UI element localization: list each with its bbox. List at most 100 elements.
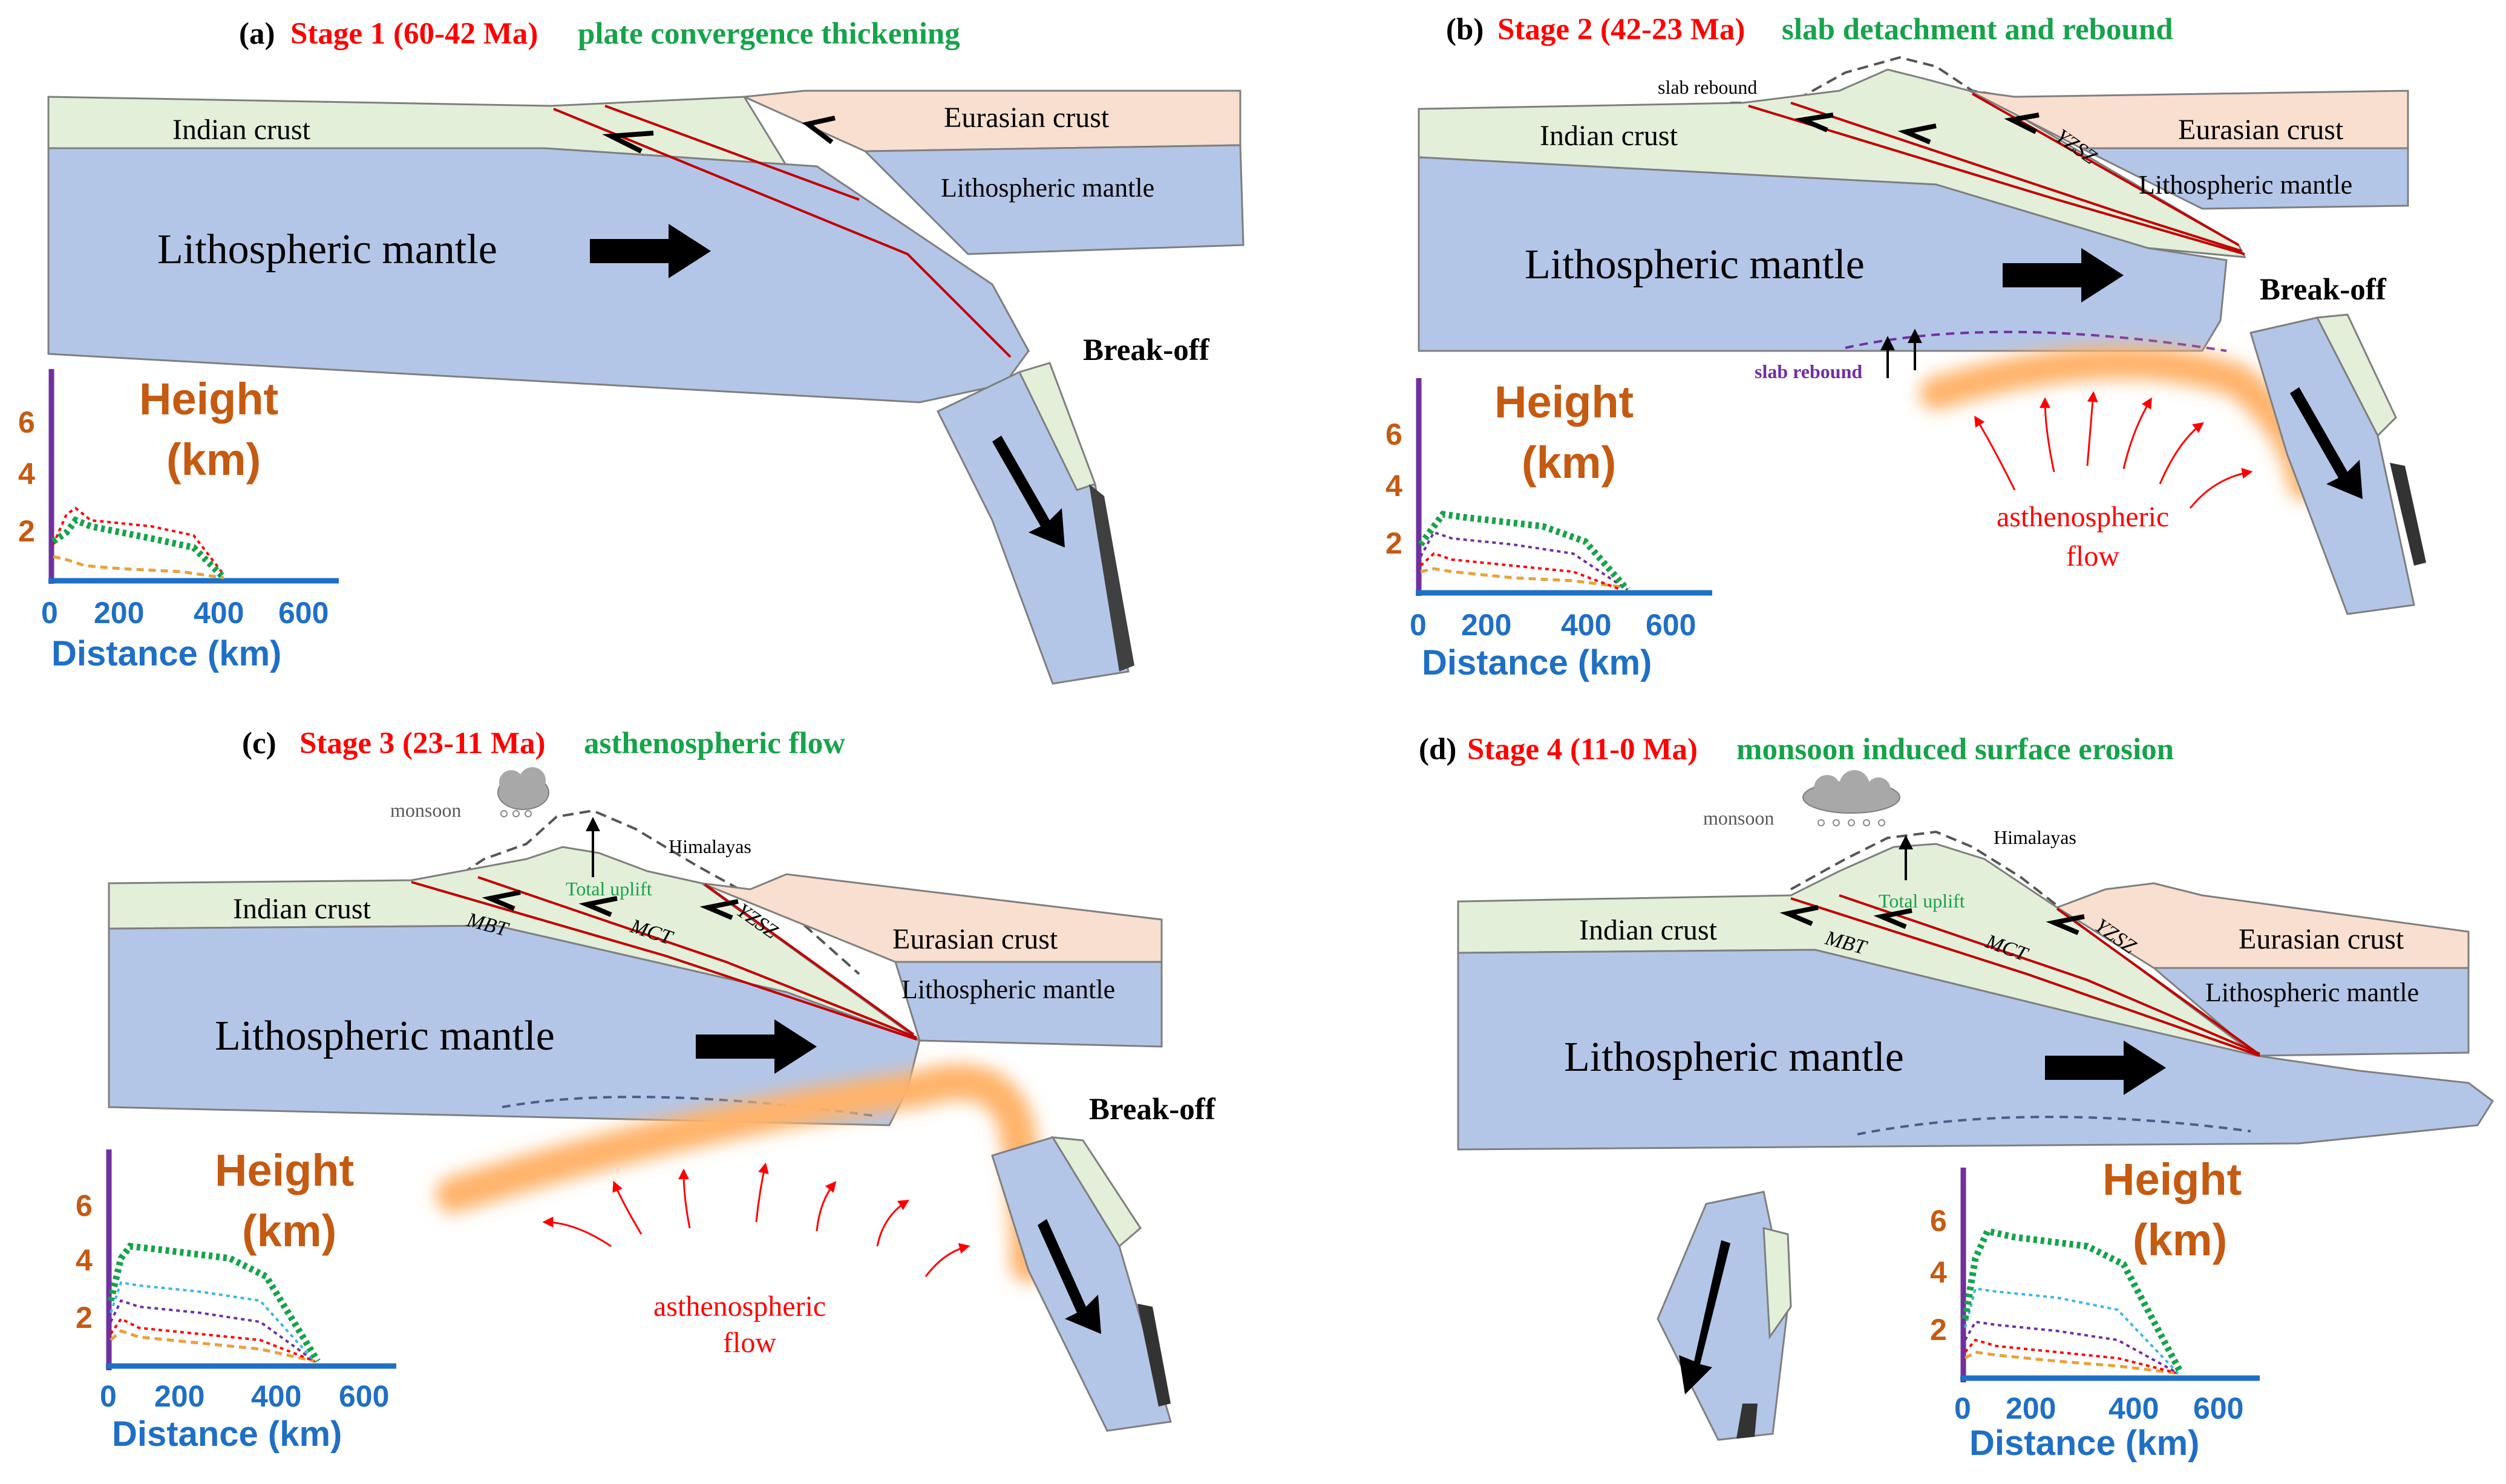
panel-c-eurasian-crust-label: Eurasian crust: [892, 923, 1058, 955]
panel-c-flow-arrow-6: [876, 1200, 910, 1247]
panel-d-mantle: [1457, 949, 2495, 1151]
panel-b-broken-slab-crust: [2315, 313, 2397, 437]
panel-a-ytick-6: 6: [18, 405, 35, 439]
panel-c-slab-arrow: [1038, 1219, 1101, 1334]
panel-c-process: asthenospheric flow: [584, 727, 845, 760]
panel-a-curve-orange: [53, 555, 224, 580]
panel-c-flow-arrow-1: [542, 1217, 612, 1247]
panel-c-break-off-label: Break-off: [1089, 1093, 1216, 1126]
panel-a-xtick-200: 200: [94, 596, 144, 630]
panel-a-plate-arrow: [590, 224, 711, 278]
panel-b-asthenospheric-flow: [1919, 345, 2322, 501]
panel-d-process: monsoon induced surface erosion: [1736, 733, 2174, 767]
panel-c-flow-arrow-5: [816, 1181, 837, 1232]
panel-c-thrust-arrow-1: [482, 890, 521, 911]
panel-c-stage: Stage 3 (23-11 Ma): [299, 727, 546, 760]
panel-a-thrust-arrow-2: [802, 116, 836, 145]
panel-b-xtick-200: 200: [1461, 608, 1511, 642]
panel-d-curve-green: [1961, 1227, 2184, 1375]
panel-b-plate-arrow: [2003, 248, 2124, 302]
panel-c-fault-1: [411, 881, 917, 1041]
panel-c-xtick-400: 400: [251, 1379, 301, 1413]
panel-c-fault-2: [477, 876, 917, 1039]
panel-c-flow-label-2: flow: [723, 1327, 776, 1359]
panel-d-broken-slab-dark: [1736, 1404, 1758, 1439]
panel-d-eurasian-crust-label: Eurasian crust: [2239, 923, 2404, 955]
panel-d-ytick-4: 4: [1930, 1255, 1947, 1289]
panel-b-thrust-arrow-2: [1897, 123, 1937, 145]
panel-b-thrust-arrow-1: [1794, 113, 1834, 132]
panel-b-curve-red: [1419, 552, 1622, 591]
panel-c-thrust-arrow-2: [578, 896, 618, 917]
panel-b-curve-orange: [1420, 567, 1622, 589]
panel-a-distance-label: Distance (km): [51, 634, 281, 673]
panel-c-cloud-icon: [497, 767, 549, 817]
panel-a-eurasian-mantle: [863, 144, 1245, 255]
panel-d-fault-1: [1790, 897, 2260, 1057]
panel-b-flow-arrow-2: [2040, 397, 2055, 472]
panel-d-inset-plot: 6 4 2 0 200 400 600 Distance (km) Height…: [1930, 1154, 2260, 1463]
panel-a-broken-slab-crust: [1018, 362, 1096, 491]
panel-b-xtick-0: 0: [1410, 608, 1427, 642]
panel-b-process: slab detachment and rebound: [1782, 13, 2173, 47]
panel-d-mantle-dashed: [1857, 1116, 2251, 1136]
panel-a-xtick-400: 400: [194, 596, 244, 630]
panel-b-ytick-6: 6: [1385, 417, 1402, 451]
panel-a-eurasian-crust-label: Eurasian crust: [944, 102, 1110, 134]
panel-b-xtick-400: 400: [1561, 608, 1611, 642]
panel-c-mantle: [108, 924, 921, 1126]
panel-a-break-off-label: Break-off: [1083, 333, 1210, 367]
panel-d-fault-2: [1839, 894, 2260, 1055]
panel-c-xtick-200: 200: [154, 1379, 204, 1413]
panel-d-xtick-0: 0: [1954, 1391, 1971, 1425]
panel-c-broken-slab-dark: [1137, 1304, 1171, 1407]
panel-d-thrust-arrow-1: [1779, 905, 1819, 926]
panel-b-flow-arrow-1: [1974, 415, 2016, 491]
panel-c-flow-arrow-3: [678, 1168, 691, 1229]
panel-b-flow-arrow-3: [2086, 391, 2098, 466]
panel-b-eurasian-mantle: [2081, 147, 2409, 210]
panel-b-fault-2: [1790, 102, 2242, 252]
panel-a: (a) Stage 1 (60-42 Ma) plate convergence…: [18, 17, 1245, 685]
panel-c-xtick-600: 600: [339, 1379, 389, 1413]
panel-d-total-uplift-label: Total uplift: [1879, 890, 1965, 912]
panel-c-eurasian-mantle-label: Lithospheric mantle: [901, 975, 1115, 1004]
panel-a-stage: Stage 1 (60-42 Ma): [290, 17, 538, 51]
panel-b-break-off-label: Break-off: [2260, 273, 2387, 307]
panel-c-flow-label-1: asthenospheric: [653, 1290, 826, 1322]
panel-b-curve-green: [1418, 511, 1631, 592]
panel-c-flow-arrow-2: [612, 1180, 643, 1235]
panel-c-ytick-2: 2: [76, 1301, 93, 1335]
panel-b-height-label-2: (km): [1522, 437, 1616, 488]
panel-b-flow-label-2: flow: [2066, 540, 2119, 572]
panel-d-curve-purple: [1964, 1320, 2179, 1374]
panel-b-slab-rebound-top: slab rebound: [1658, 76, 1757, 98]
panel-d-height-label-1: Height: [2102, 1154, 2242, 1205]
panel-d-mantle-label: Lithospheric mantle: [1564, 1034, 1904, 1080]
panel-c-xtick-0: 0: [100, 1379, 117, 1413]
panel-b-ytick-2: 2: [1385, 526, 1402, 560]
panel-a-height-label-2: (km): [166, 434, 261, 485]
panel-d: (d) Stage 4 (11-0 Ma) monsoon induced su…: [1419, 733, 2495, 1463]
panel-c-thrust-arrow-3: [699, 899, 739, 920]
panel-d-dashed-topography: [1790, 830, 2076, 921]
panel-d-height-label-2: (km): [2133, 1215, 2227, 1265]
panel-c-curve-orange: [110, 1329, 315, 1363]
panel-a-process: plate convergence thickening: [578, 17, 960, 51]
panel-d-letter: (d): [1419, 733, 1456, 767]
panel-c-distance-label: Distance (km): [112, 1414, 342, 1454]
panel-d-indian-crust-label: Indian crust: [1579, 914, 1718, 946]
panel-a-slab-arrow: [992, 436, 1065, 548]
panel-a-xtick-0: 0: [41, 596, 58, 630]
panel-c-flow-arrow-4: [755, 1162, 769, 1223]
panel-c-curve-cyan: [110, 1281, 316, 1362]
panel-b-distance-label: Distance (km): [1422, 643, 1652, 682]
panel-c-height-label-1: Height: [215, 1145, 354, 1195]
panel-b-thrust-arrow-3: [2004, 113, 2040, 134]
panel-d-curve-red: [1964, 1338, 2179, 1374]
panel-a-letter: (a): [239, 17, 275, 51]
panel-b-slab-arrow: [2290, 387, 2363, 499]
panel-c-ytick-6: 6: [76, 1189, 93, 1223]
panel-d-plate-arrow: [2045, 1041, 2166, 1095]
